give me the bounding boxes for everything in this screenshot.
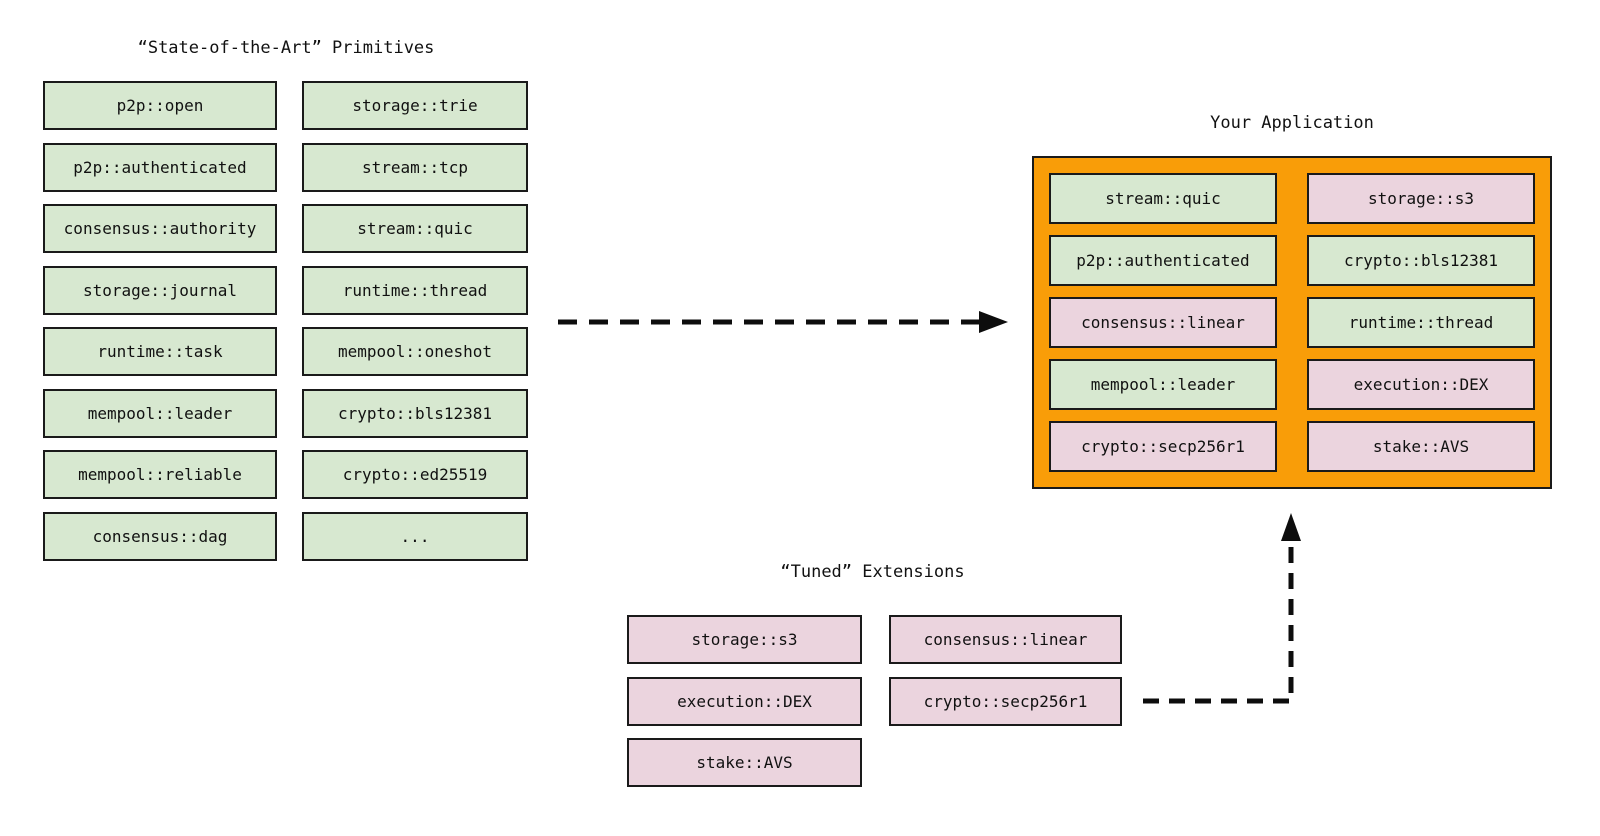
module-box-crypto-bls12381: crypto::bls12381 bbox=[302, 388, 528, 438]
module-box-storage-s3: storage::s3 bbox=[1307, 173, 1535, 224]
module-box-stream-quic: stream::quic bbox=[1049, 173, 1277, 224]
module-box-p2p-open: p2p::open bbox=[43, 81, 277, 130]
module-box-runtime-thread: runtime::thread bbox=[1307, 297, 1535, 348]
module-box-p2p-authenticated: p2p::authenticated bbox=[43, 142, 277, 192]
module-box-consensus-dag: consensus::dag bbox=[43, 511, 277, 561]
module-box-p2p-authenticated: p2p::authenticated bbox=[1049, 235, 1277, 286]
module-box-: ... bbox=[302, 511, 528, 561]
module-box-stream-quic: stream::quic bbox=[302, 204, 528, 253]
module-box-storage-s3: storage::s3 bbox=[627, 615, 862, 664]
module-box-consensus-authority: consensus::authority bbox=[43, 204, 277, 253]
module-box-runtime-thread: runtime::thread bbox=[302, 265, 528, 315]
module-box-mempool-leader: mempool::leader bbox=[43, 388, 277, 438]
module-box-consensus-linear: consensus::linear bbox=[889, 615, 1122, 664]
module-box-execution-dex: execution::DEX bbox=[627, 676, 862, 726]
module-box-crypto-bls12381: crypto::bls12381 bbox=[1307, 235, 1535, 286]
module-box-storage-journal: storage::journal bbox=[43, 265, 277, 315]
application-title: Your Application bbox=[1210, 113, 1374, 133]
arrowhead-right-icon bbox=[979, 311, 1008, 333]
module-box-stake-avs: stake::AVS bbox=[1307, 421, 1535, 472]
module-box-stake-avs: stake::AVS bbox=[627, 738, 862, 787]
module-box-crypto-secp256r1: crypto::secp256r1 bbox=[889, 676, 1122, 726]
extensions-title: “Tuned” Extensions bbox=[780, 562, 965, 582]
module-box-crypto-secp256r1: crypto::secp256r1 bbox=[1049, 421, 1277, 472]
module-box-mempool-leader: mempool::leader bbox=[1049, 359, 1277, 410]
extensions-to-application-arrow bbox=[1143, 513, 1301, 704]
module-box-mempool-oneshot: mempool::oneshot bbox=[302, 327, 528, 376]
primitives-title: “State-of-the-Art” Primitives bbox=[137, 38, 435, 58]
module-box-execution-dex: execution::DEX bbox=[1307, 359, 1535, 410]
module-box-mempool-reliable: mempool::reliable bbox=[43, 450, 277, 499]
module-box-storage-trie: storage::trie bbox=[302, 81, 528, 130]
module-box-runtime-task: runtime::task bbox=[43, 327, 277, 376]
primitives-to-application-arrow bbox=[558, 311, 1008, 333]
module-box-consensus-linear: consensus::linear bbox=[1049, 297, 1277, 348]
module-box-stream-tcp: stream::tcp bbox=[302, 142, 528, 192]
module-box-crypto-ed25519: crypto::ed25519 bbox=[302, 450, 528, 499]
arrowhead-up-icon bbox=[1281, 513, 1301, 541]
